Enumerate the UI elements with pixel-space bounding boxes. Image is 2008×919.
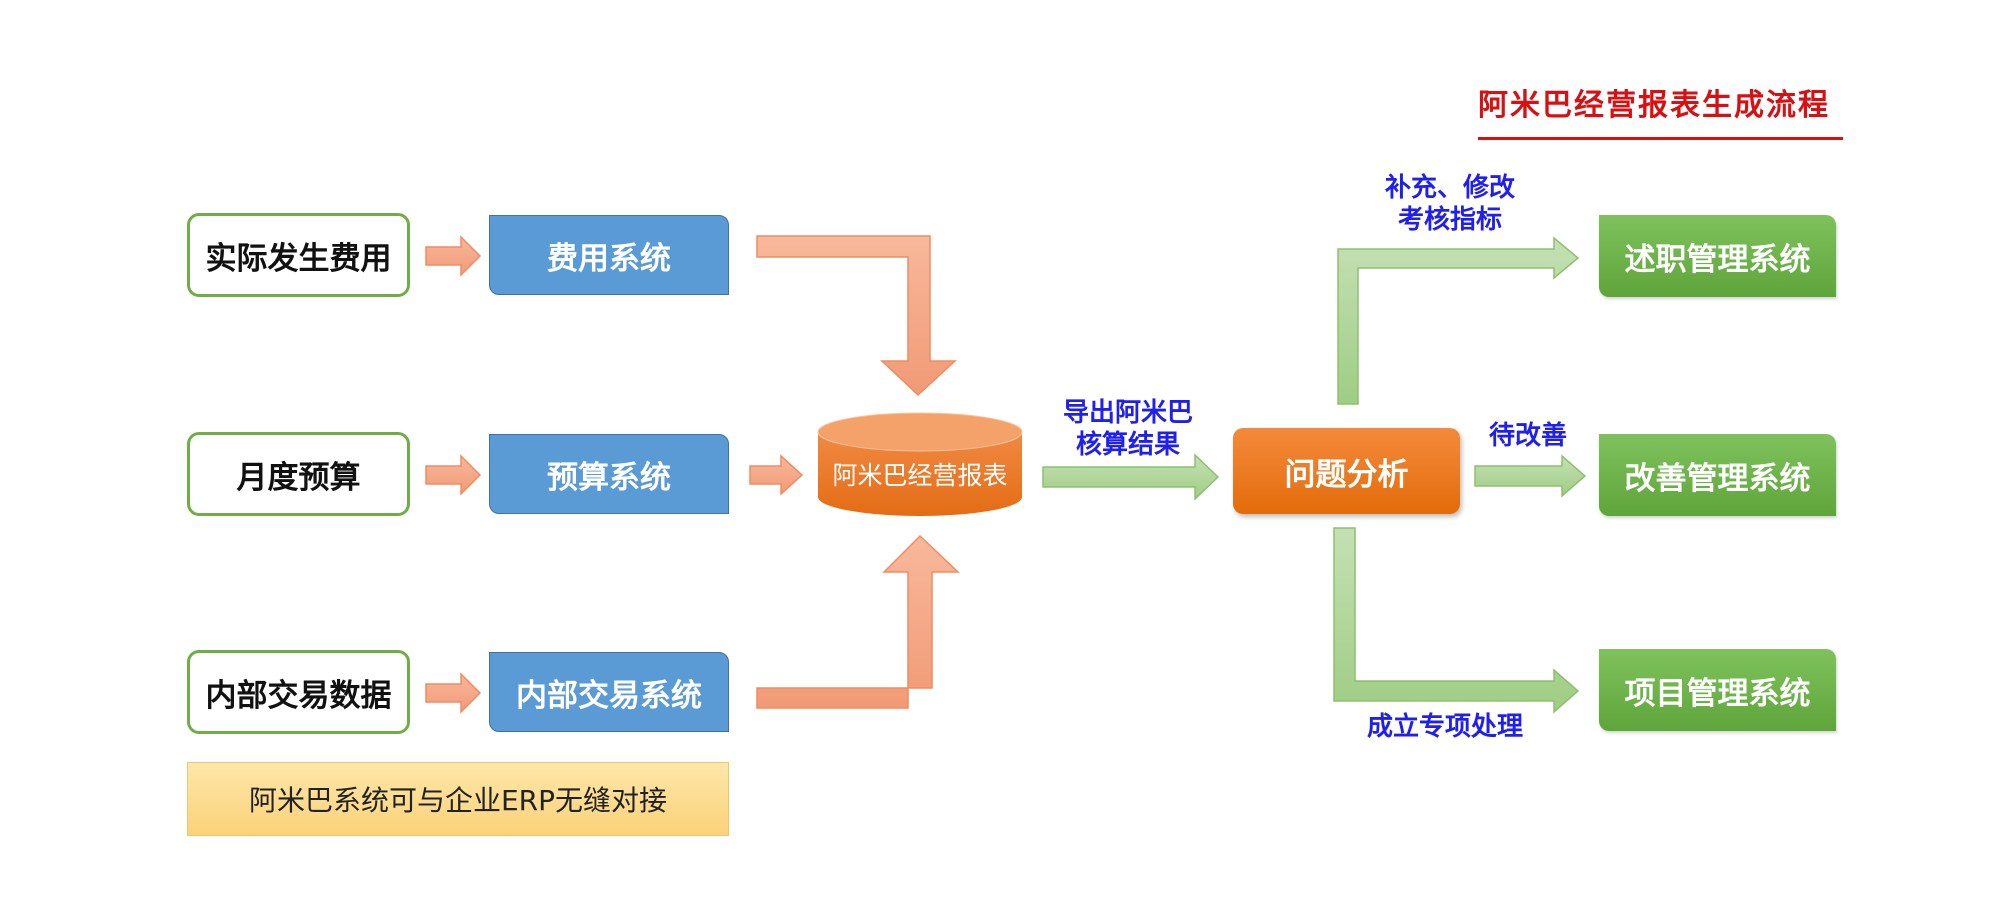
output-improvement-management: 改善管理系统: [1599, 434, 1836, 516]
problem-analysis: 问题分析: [1233, 428, 1460, 514]
report-label: 阿米巴经营报表: [832, 461, 1008, 490]
arrow-problem-to-output1: [1338, 257, 1578, 404]
input-actual-expenses: 实际发生费用: [187, 213, 410, 297]
export-label-line1: 导出阿米巴: [1062, 398, 1193, 428]
arrow-problem-to-output3: [1333, 527, 1580, 714]
arrow-input3-to-system3: [425, 672, 482, 714]
export-label-line2: 核算结果: [1075, 430, 1180, 460]
system-budget: 预算系统: [489, 434, 729, 514]
report-database: [817, 412, 1023, 516]
title-underline: [1478, 137, 1843, 140]
arrow-problem-to-output1-shape: [1337, 236, 1580, 405]
output-report-management: 述职管理系统: [1599, 215, 1836, 297]
system-internal-trade: 内部交易系统: [489, 652, 729, 732]
arrow-input2-to-system2: [425, 454, 482, 496]
arrow-report-to-problem: [1042, 453, 1220, 501]
diagram-title: 阿米巴经营报表生成流程: [1478, 88, 1830, 123]
erp-integration-note: 阿米巴系统可与企业ERP无缝对接: [187, 762, 729, 836]
arrow-problem-to-output2: [1474, 454, 1587, 498]
input-monthly-budget: 月度预算: [187, 432, 410, 516]
system-expenses: 费用系统: [489, 215, 729, 295]
input-internal-trade-data: 内部交易数据: [187, 650, 410, 734]
arrow-input1-to-system1: [425, 235, 482, 277]
output-project-management: 项目管理系统: [1599, 649, 1836, 731]
export-label: 导出阿米巴 核算结果: [1038, 397, 1218, 461]
arrow-system2-to-report: [749, 454, 804, 496]
branch-label-top-line1: 补充、修改: [1384, 173, 1515, 203]
arrow-system1-to-report: [756, 235, 957, 397]
branch-label-bottom: 成立专项处理: [1366, 712, 1523, 742]
branch-label-top: 补充、修改 考核指标: [1360, 172, 1540, 236]
arrow-system3-to-report: [756, 534, 960, 709]
branch-label-top-line2: 考核指标: [1397, 205, 1502, 235]
branch-label-middle: 待改善: [1488, 421, 1567, 451]
